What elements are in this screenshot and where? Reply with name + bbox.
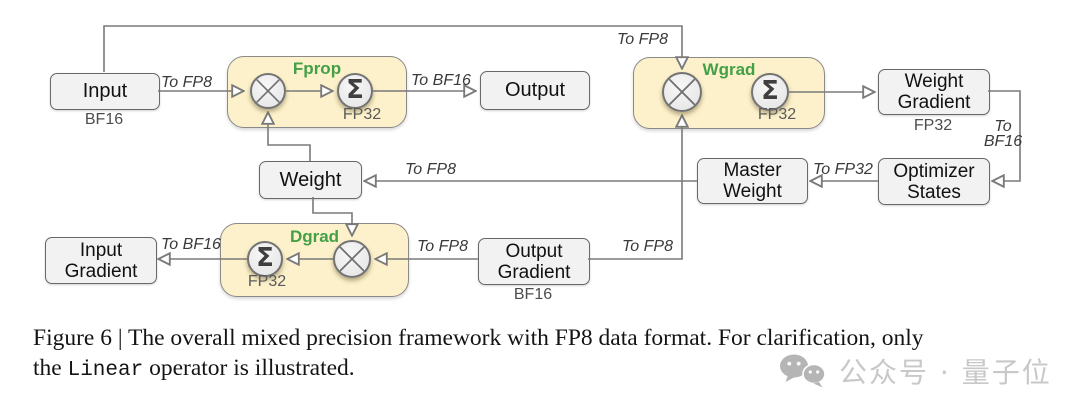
weight-gradient-node-label: Weight Gradient	[897, 71, 971, 113]
weight-gradient-precision-label: FP32	[913, 117, 953, 134]
edge-label-optimizer-to-master: To FP32	[813, 161, 873, 178]
weight-node: Weight	[259, 161, 362, 199]
wgrad-sum-symbol: Σ	[761, 76, 779, 106]
edge-label-output-gradient-to-dgrad: To FP8	[417, 238, 468, 255]
edge-label-master-to-weight: To FP8	[405, 161, 456, 178]
wgrad-sum-icon: Σ	[751, 73, 789, 111]
edge-label-input-to-wgrad: To FP8	[617, 31, 668, 48]
fprop-sum-symbol: Σ	[346, 75, 364, 105]
dgrad-sum-symbol: Σ	[256, 243, 274, 273]
edge-label-fprop-to-output: To BF16	[411, 72, 471, 89]
caption-linear-code: Linear	[67, 359, 144, 382]
dgrad-multiply-icon	[333, 240, 371, 278]
watermark: 公众号 · 量子位	[779, 351, 1052, 391]
edge-label-dgrad-to-input-gradient: To BF16	[161, 236, 221, 253]
weight-node-label: Weight	[279, 168, 342, 191]
figure-caption: Figure 6 | The overall mixed precision f…	[33, 323, 1043, 386]
dgrad-sum-icon: Σ	[247, 241, 283, 277]
output-node: Output	[480, 71, 590, 110]
input-node: Input	[50, 73, 160, 110]
optimizer-states-node-label: Optimizer States	[893, 160, 975, 203]
dgrad-precision-label: FP32	[247, 273, 287, 290]
caption-line2-post: operator is illustrated.	[143, 355, 355, 381]
input-gradient-node-label: Input Gradient	[64, 239, 138, 282]
weight-gradient-node: Weight Gradient	[878, 69, 990, 115]
input-node-label: Input	[82, 80, 128, 102]
edge-label-input-to-fprop: To FP8	[161, 74, 212, 91]
fprop-precision-label: FP32	[342, 106, 382, 123]
caption-line2-pre: the	[33, 355, 68, 381]
output-node-label: Output	[504, 79, 566, 101]
input-gradient-node: Input Gradient	[45, 237, 157, 284]
output-gradient-node: Output Gradient	[478, 238, 590, 285]
master-weight-node: Master Weight	[697, 158, 808, 204]
edge-label-output-gradient-to-wgrad: To FP8	[622, 238, 673, 255]
watermark-text: 公众号 · 量子位	[839, 356, 1052, 389]
master-weight-node-label: Master Weight	[723, 160, 782, 202]
fprop-sum-icon: Σ	[337, 73, 373, 109]
output-gradient-node-label: Output Gradient	[497, 240, 571, 283]
caption-line1: Figure 6 | The overall mixed precision f…	[33, 325, 924, 351]
wechat-icon	[780, 354, 826, 388]
wgrad-precision-label: FP32	[757, 106, 797, 123]
wgrad-multiply-icon	[662, 72, 702, 112]
caption-line2: the Linear operator is illustrated.	[33, 353, 1043, 386]
wgrad-title: Wgrad	[702, 60, 756, 79]
optimizer-states-node: Optimizer States	[878, 158, 990, 205]
dgrad-title: Dgrad	[289, 227, 340, 246]
edge-label-weight-gradient-to-optimizer: To BF16	[983, 118, 1023, 150]
fprop-multiply-icon	[250, 73, 286, 109]
input-precision-label: BF16	[84, 111, 124, 128]
output-gradient-precision-label: BF16	[513, 286, 553, 303]
